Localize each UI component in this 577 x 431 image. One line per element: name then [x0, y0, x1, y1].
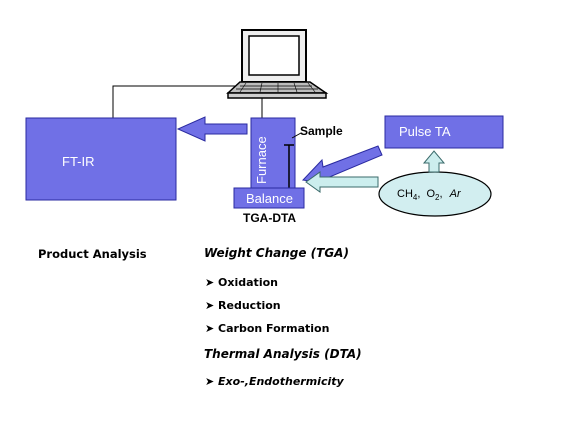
tga-item-oxidation: ➤ Oxidation — [205, 276, 278, 289]
dta-item-label: Exo-,Endothermicity — [218, 375, 344, 388]
pulse-ta-box — [384, 115, 504, 149]
gas-ch4: CH — [397, 188, 413, 200]
arrow-bullet-icon: ➤ — [205, 299, 219, 312]
tga-item-carbon-formation: ➤ Carbon Formation — [205, 322, 329, 335]
furnace-label: Furnace — [254, 136, 269, 184]
furnace-box — [250, 117, 296, 189]
gas-ch4-sub: 4 — [413, 193, 418, 202]
gas-mixture-label: CH4, O2, Ar — [397, 188, 462, 202]
tga-item-label: Reduction — [218, 299, 281, 312]
arrow-gas-to-pulse — [422, 150, 446, 173]
gas-o2: O — [426, 188, 435, 200]
sample-label: Sample — [300, 124, 343, 138]
arrow-to-ftir — [176, 116, 248, 142]
arrow-gas-to-balance — [305, 171, 379, 193]
tga-item-reduction: ➤ Reduction — [205, 299, 281, 312]
sample-pointer — [291, 132, 302, 139]
arrow-bullet-icon: ➤ — [205, 276, 219, 289]
gas-o2-sub: 2 — [435, 193, 440, 202]
tga-item-label: Carbon Formation — [218, 322, 330, 335]
dta-heading: Thermal Analysis (DTA) — [204, 347, 362, 361]
tga-heading: Weight Change (TGA) — [204, 246, 349, 260]
balance-box — [233, 187, 305, 209]
gas-ar: Ar — [449, 188, 462, 200]
ftir-label: FT-IR — [62, 154, 95, 169]
tga-item-label: Oxidation — [218, 276, 278, 289]
product-analysis-heading: Product Analysis — [38, 247, 147, 261]
arrow-bullet-icon: ➤ — [205, 322, 219, 335]
ftir-box — [25, 117, 177, 201]
ftir-computer-wire — [112, 85, 236, 118]
arrow-bullet-icon: ➤ — [205, 375, 219, 388]
instrument-label: TGA-DTA — [243, 211, 296, 225]
dta-item-exo-endo: ➤ Exo-,Endothermicity — [205, 375, 344, 388]
balance-label: Balance — [246, 191, 293, 206]
laptop-icon — [226, 29, 329, 99]
pulse-ta-label: Pulse TA — [399, 124, 451, 139]
